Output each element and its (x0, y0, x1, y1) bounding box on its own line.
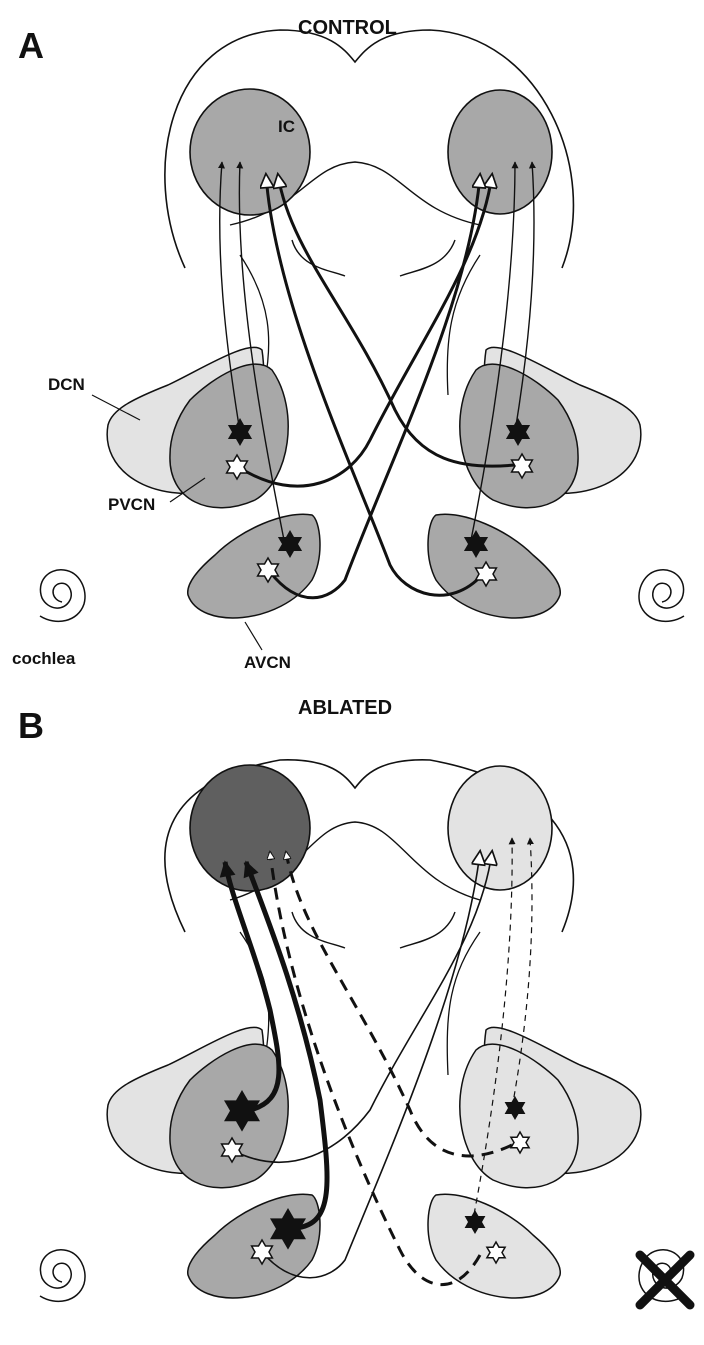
panel-b: B ABLATED (18, 697, 690, 1305)
avcn-leader (245, 622, 262, 650)
inferior-colliculus-left-a (190, 89, 310, 215)
pvcn-label: PVCN (108, 495, 155, 514)
panel-a-title: CONTROL (298, 17, 397, 39)
panel-b-title: ABLATED (298, 697, 392, 719)
cochlea-left-a (40, 570, 85, 622)
ablation-x-icon (640, 1255, 690, 1305)
ic-label: IC (278, 117, 295, 136)
avcn-right-a (428, 514, 560, 618)
panel-b-letter: B (18, 705, 44, 746)
midline-left-b (292, 912, 345, 948)
cochlea-label: cochlea (12, 649, 76, 668)
panel-a-letter: A (18, 25, 44, 66)
panel-a: A CONTROL IC (12, 17, 684, 672)
cochlea-left-b (40, 1250, 85, 1302)
avcn-label: AVCN (244, 653, 291, 672)
inferior-colliculus-right-a (448, 90, 552, 214)
cochlea-right-a (639, 570, 684, 622)
midline-right-b (400, 912, 455, 948)
inferior-colliculus-right-b (448, 766, 552, 890)
midline-right-a (400, 240, 455, 276)
dcn-label: DCN (48, 375, 85, 394)
avcn-left-a (188, 514, 320, 618)
